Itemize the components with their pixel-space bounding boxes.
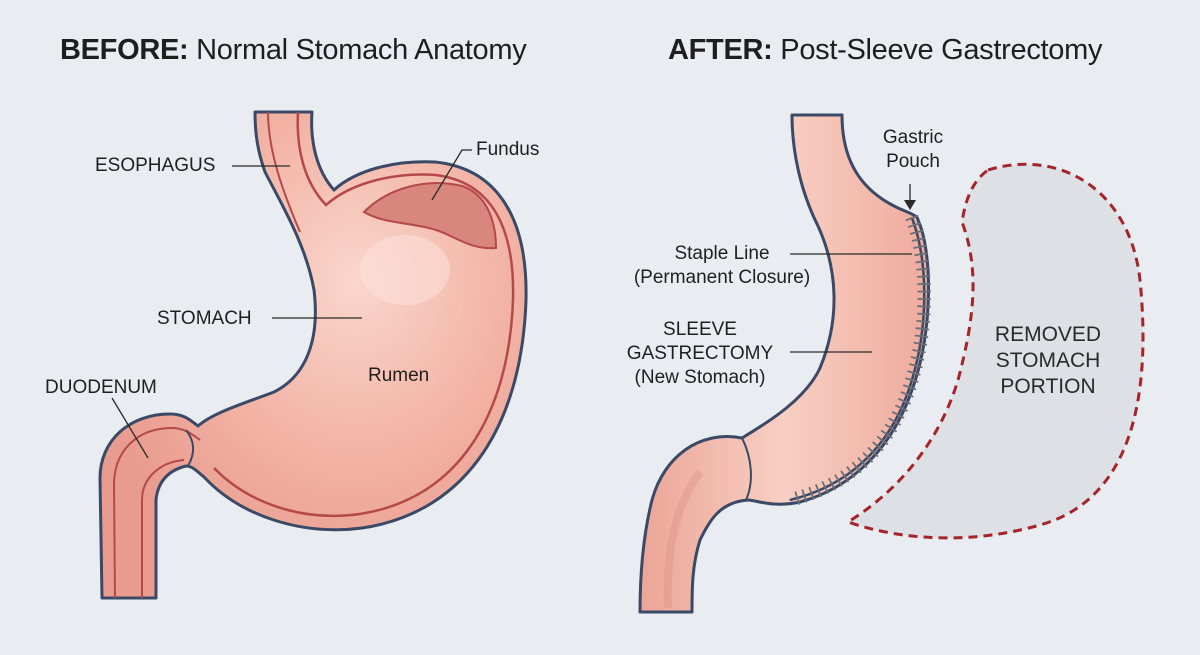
gastric-pouch-label: Gastric Pouch bbox=[866, 126, 960, 174]
staple-mark bbox=[815, 484, 822, 498]
normal-duodenum-lining-inner bbox=[141, 459, 185, 598]
staple-mark bbox=[857, 457, 868, 468]
staple-mark bbox=[909, 363, 923, 369]
staple-mark bbox=[880, 429, 893, 439]
staple-mark bbox=[891, 411, 905, 419]
staple-mark bbox=[828, 477, 836, 491]
normal-esophagus-lining bbox=[267, 111, 301, 233]
stomach-label: STOMACH bbox=[157, 308, 252, 329]
staple-mark bbox=[801, 489, 808, 503]
sleeve-stomach bbox=[638, 113, 930, 614]
staple-line bbox=[789, 214, 932, 505]
staple-mark bbox=[911, 237, 926, 242]
removed-label-line3: PORTION bbox=[1000, 375, 1096, 398]
staple-mark bbox=[917, 305, 931, 308]
staple-mark bbox=[808, 486, 815, 500]
sleeve-label-line2: GASTRECTOMY bbox=[626, 343, 774, 364]
staple-mark bbox=[916, 319, 930, 323]
after-leader-lines bbox=[790, 184, 916, 353]
staple-mark bbox=[900, 391, 914, 398]
removed-label-line1: REMOVED bbox=[994, 323, 1102, 346]
normal-stomach bbox=[98, 110, 528, 600]
removed-label-line2: STOMACH bbox=[995, 349, 1101, 372]
esophagus-label: ESOPHAGUS bbox=[95, 155, 216, 176]
staple-line-label-line2: (Permanent Closure) bbox=[633, 267, 811, 288]
staple-mark bbox=[840, 470, 849, 483]
normal-stomach-highlight bbox=[360, 235, 450, 305]
sleeve-duodenum-shading bbox=[663, 469, 704, 609]
staple-mark bbox=[834, 474, 843, 487]
before-title: BEFORE: Normal Stomach Anatomy bbox=[60, 34, 527, 67]
gastric-pouch-label-line2: Pouch bbox=[886, 151, 940, 172]
staple-mark bbox=[903, 384, 917, 391]
staple-mark bbox=[888, 417, 901, 426]
staple-mark bbox=[872, 441, 884, 452]
staple-line-label: Staple Line (Permanent Closure) bbox=[612, 242, 832, 290]
staple-mark bbox=[794, 491, 800, 505]
staple-mark bbox=[821, 481, 829, 494]
duodenum-leader bbox=[111, 397, 149, 459]
staple-mark bbox=[884, 423, 897, 433]
staple-mark bbox=[916, 312, 931, 316]
staple-mark bbox=[905, 214, 919, 222]
staple-line-label-line1: Staple Line bbox=[674, 243, 770, 264]
normal-stomach-body bbox=[98, 110, 528, 600]
staple-mark bbox=[916, 267, 930, 271]
staple-mark bbox=[907, 370, 921, 376]
gastric-pouch-arrow-head bbox=[904, 200, 916, 210]
staple-mark bbox=[907, 222, 922, 228]
staple-mark bbox=[915, 327, 930, 331]
staple-mark bbox=[898, 398, 911, 405]
staple-mark bbox=[913, 341, 928, 346]
sleeve-stomach-body bbox=[638, 113, 930, 614]
fundus-leader bbox=[431, 149, 472, 201]
before-title-text: Normal Stomach Anatomy bbox=[188, 34, 527, 66]
staple-mark bbox=[916, 275, 931, 278]
staple-mark bbox=[862, 452, 873, 463]
gastric-pouch-label-line1: Gastric bbox=[882, 127, 944, 148]
pylorus bbox=[185, 429, 194, 467]
rumen-label: Rumen bbox=[368, 365, 430, 386]
sleeve-label-line1: SLEEVE bbox=[663, 319, 737, 340]
staple-mark bbox=[905, 377, 919, 383]
staple-mark bbox=[867, 446, 879, 457]
sleeve-label-line3: (New Stomach) bbox=[634, 367, 766, 388]
staple-mark bbox=[912, 349, 926, 354]
before-title-prefix: BEFORE: bbox=[60, 34, 189, 66]
normal-stomach-lining bbox=[213, 111, 515, 518]
staple-mark bbox=[915, 259, 930, 264]
before-leader-lines bbox=[111, 149, 472, 459]
normal-duodenum-lining bbox=[112, 426, 201, 599]
staple-mark bbox=[895, 404, 908, 412]
after-title: AFTER: Post-Sleeve Gastrectomy bbox=[668, 34, 1102, 67]
removed-portion-label: REMOVED STOMACH PORTION bbox=[978, 322, 1118, 400]
fundus-region bbox=[362, 182, 498, 250]
staple-mark bbox=[914, 252, 929, 257]
fundus-label: Fundus bbox=[476, 139, 540, 160]
duodenum-label: DUODENUM bbox=[45, 377, 157, 398]
staple-mark bbox=[909, 229, 924, 235]
staple-mark bbox=[913, 244, 927, 249]
staple-mark bbox=[876, 435, 889, 445]
after-title-prefix: AFTER: bbox=[668, 34, 773, 66]
staple-mark bbox=[852, 461, 862, 474]
staple-mark bbox=[846, 466, 856, 478]
sleeve-gastrectomy-label: SLEEVE GASTRECTOMY (New Stomach) bbox=[612, 318, 788, 390]
sleeve-pylorus bbox=[741, 437, 752, 501]
after-title-text: Post-Sleeve Gastrectomy bbox=[772, 34, 1103, 66]
staple-mark bbox=[910, 356, 925, 361]
removed-stomach-portion bbox=[844, 162, 1145, 540]
staple-mark bbox=[914, 334, 929, 339]
